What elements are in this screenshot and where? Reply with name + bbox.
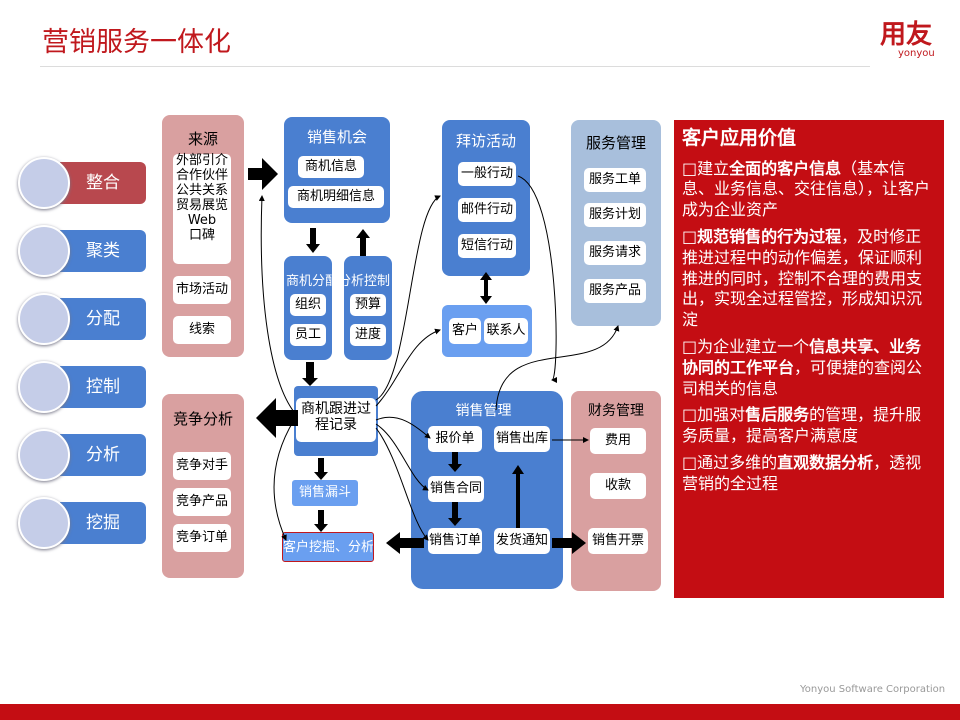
compete-item: 竞争产品 — [173, 488, 231, 516]
service-item: 服务计划 — [584, 203, 646, 227]
footer-bar — [0, 704, 960, 720]
compete-item: 竞争订单 — [173, 524, 231, 552]
connector — [375, 195, 441, 401]
tab-circle-icon — [18, 429, 70, 481]
left-tab[interactable]: 控制 — [60, 366, 146, 408]
alloc-item: 员工 — [290, 324, 326, 346]
arrow — [448, 502, 462, 526]
source-activity: 市场活动 — [173, 276, 231, 304]
sales-item: 销售出库 — [494, 426, 550, 452]
arrow — [480, 272, 492, 304]
alloc-item: 预算 — [350, 294, 386, 316]
arrow — [314, 510, 328, 532]
compete-item: 竞争对手 — [173, 452, 231, 480]
connector — [495, 325, 620, 411]
finance-item: 费用 — [590, 428, 646, 454]
page-title: 营销服务一体化 — [42, 27, 231, 58]
finance-title: 财务管理 — [588, 403, 644, 419]
value-title: 客户应用价值 — [682, 127, 797, 149]
visit-title: 拜访活动 — [455, 132, 516, 150]
arrow — [302, 362, 318, 386]
opp-item: 商机明细信息 — [288, 186, 384, 208]
value-point: □规范销售的行为过程，及时修正推进过程中的动作偏差，保证顺利推进的同时，控制不合… — [682, 227, 923, 330]
connector — [273, 419, 295, 541]
service-item: 服务产品 — [584, 279, 646, 303]
value-panel: 客户应用价值 □建立全面的客户信息（基本信息、业务信息、交往信息），让客户成为企… — [674, 120, 944, 598]
source-title: 来源 — [187, 130, 218, 148]
logo: 用友 — [880, 20, 933, 50]
sales-item: 销售订单 — [428, 528, 482, 554]
customer-item: 客户 — [449, 318, 481, 344]
arrow — [256, 398, 298, 438]
value-point: □通过多维的直观数据分析，透视营销的全过程 — [682, 453, 922, 493]
value-point: □为企业建立一个信息共享、业务协同的工作平台，可便捷的查阅公司相关的信息 — [682, 337, 923, 398]
sales-item: 销售合同 — [428, 476, 484, 502]
alloc-title: 商机分配分析控制 — [285, 274, 390, 289]
tab-circle-icon — [18, 497, 70, 549]
visit-item: 一般行动 — [458, 162, 516, 186]
left-tab[interactable]: 挖掘 — [60, 502, 146, 544]
service-item: 服务请求 — [584, 241, 646, 265]
arrow — [248, 158, 278, 190]
arrow — [306, 228, 320, 253]
opp-item: 商机信息 — [298, 156, 364, 178]
visit-item: 短信行动 — [458, 234, 516, 258]
service-title: 服务管理 — [585, 134, 646, 152]
arrow — [386, 532, 424, 554]
contact-item: 联系人 — [484, 318, 528, 344]
source-leads: 线索 — [173, 316, 231, 344]
left-tab[interactable]: 分配 — [60, 298, 146, 340]
visit-item: 邮件行动 — [458, 198, 516, 222]
left-tab[interactable]: 分析 — [60, 434, 146, 476]
connector — [258, 195, 295, 413]
arrow — [512, 465, 524, 528]
connector — [375, 427, 429, 541]
tab-circle-icon — [18, 361, 70, 413]
tab-circle-icon — [18, 157, 70, 209]
mining-box: 客户挖掘、分析 — [282, 532, 374, 562]
sales-title: 销售管理 — [455, 403, 512, 419]
alloc-item: 组织 — [290, 294, 326, 316]
arrow — [314, 458, 328, 480]
footer-text: Yonyou Software Corporation — [800, 684, 946, 695]
funnel-box: 销售漏斗 — [292, 480, 358, 506]
service-item: 服务工单 — [584, 168, 646, 192]
connector — [375, 423, 429, 491]
header-line — [40, 66, 870, 67]
tab-circle-icon — [18, 225, 70, 277]
finance-item: 销售开票 — [588, 528, 648, 554]
track-label: 商机跟进过程记录 — [296, 398, 376, 442]
arrow — [448, 452, 462, 472]
finance-item: 收款 — [590, 473, 646, 499]
value-point: □加强对售后服务的管理，提升服务质量，提高客户满意度 — [682, 405, 922, 446]
alloc-item: 进度 — [350, 324, 386, 346]
value-point: □建立全面的客户信息（基本信息、业务信息、交往信息），让客户成为企业资产 — [682, 158, 931, 220]
connector — [375, 328, 441, 407]
sales-item: 发货通知 — [494, 528, 550, 554]
left-tab[interactable]: 聚类 — [60, 230, 146, 272]
connector — [517, 175, 558, 383]
compete-title: 竞争分析 — [172, 410, 233, 428]
left-tab[interactable]: 整合 — [60, 162, 146, 204]
arrow — [552, 532, 586, 554]
sales-item: 报价单 — [428, 426, 482, 452]
tab-circle-icon — [18, 293, 70, 345]
logo-sub: yonyou — [898, 48, 935, 59]
arrow — [356, 229, 370, 256]
connector — [375, 416, 431, 439]
opp-title: 销售机会 — [306, 128, 367, 146]
